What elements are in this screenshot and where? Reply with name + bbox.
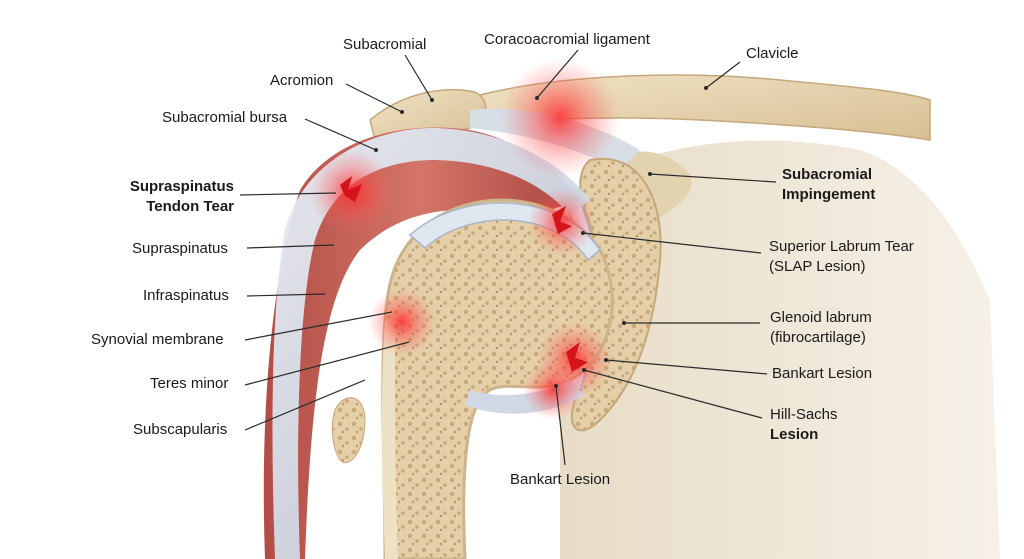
tear-mark-bankart bbox=[566, 342, 588, 372]
label-glenoid-labrum-line1: Glenoid labrum bbox=[770, 309, 872, 326]
label-glenoid-labrum-line2: (fibrocartilage) bbox=[770, 329, 866, 346]
label-glenoid-labrum: Glenoid labrum (fibrocartilage) bbox=[770, 308, 872, 348]
label-subacromial-impingement-line2: Impingement bbox=[782, 186, 876, 203]
label-bankart-lesion-bottom: Bankart Lesion bbox=[510, 471, 611, 488]
leader-endpoints bbox=[374, 86, 708, 388]
injury-glow-impingement bbox=[500, 58, 620, 178]
label-subacromial-impingement: Subacromial Impingement bbox=[782, 165, 875, 205]
label-hill-sachs-lesion: Hill-Sachs Lesion bbox=[770, 405, 838, 445]
label-coracoacromial-ligament: Coracoacromial ligament bbox=[484, 31, 650, 48]
injury-glow-bottom bbox=[523, 360, 583, 420]
label-hill-sachs-line1: Hill-Sachs bbox=[770, 406, 838, 423]
injury-glow-slap bbox=[528, 188, 596, 256]
label-acromion: Acromion bbox=[270, 72, 334, 89]
label-superior-labrum-tear: Superior Labrum Tear (SLAP Lesion) bbox=[769, 237, 914, 277]
tear-mark-slap bbox=[552, 206, 572, 234]
label-teres-minor: Teres minor bbox=[150, 375, 229, 392]
tear-mark-supraspinatus bbox=[340, 176, 362, 202]
scapula bbox=[560, 140, 1000, 559]
injury-glow-synovial bbox=[368, 288, 436, 356]
label-synovial-membrane: Synovial membrane bbox=[91, 331, 224, 348]
label-subacromial: Subacromial bbox=[343, 36, 427, 53]
leader-lines bbox=[239, 49, 777, 466]
label-bankart-lesion-right: Bankart Lesion bbox=[772, 365, 873, 382]
label-superior-labrum-tear-line2: (SLAP Lesion) bbox=[769, 258, 866, 275]
humerus-cortex bbox=[381, 320, 398, 559]
label-supraspinatus-tendon-tear-line1: Supraspinatus bbox=[129, 178, 234, 195]
label-infraspinatus: Infraspinatus bbox=[143, 287, 229, 304]
label-clavicle: Clavicle bbox=[746, 45, 799, 62]
label-superior-labrum-tear-line1: Superior Labrum Tear bbox=[769, 238, 914, 255]
label-subacromial-impingement-line1: Subacromial bbox=[782, 166, 873, 183]
muscle-mass bbox=[263, 127, 580, 559]
small-bone bbox=[331, 397, 366, 463]
label-supraspinatus-tendon-tear: Supraspinatus Tendon Tear bbox=[108, 177, 234, 217]
label-supraspinatus: Supraspinatus bbox=[132, 240, 228, 257]
label-supraspinatus-tendon-tear-line2: Tendon Tear bbox=[146, 198, 234, 215]
label-hill-sachs-line2: Lesion bbox=[770, 426, 819, 443]
label-subacromial-bursa: Subacromial bursa bbox=[162, 109, 288, 126]
label-subscapularis: Subscapularis bbox=[133, 421, 228, 438]
